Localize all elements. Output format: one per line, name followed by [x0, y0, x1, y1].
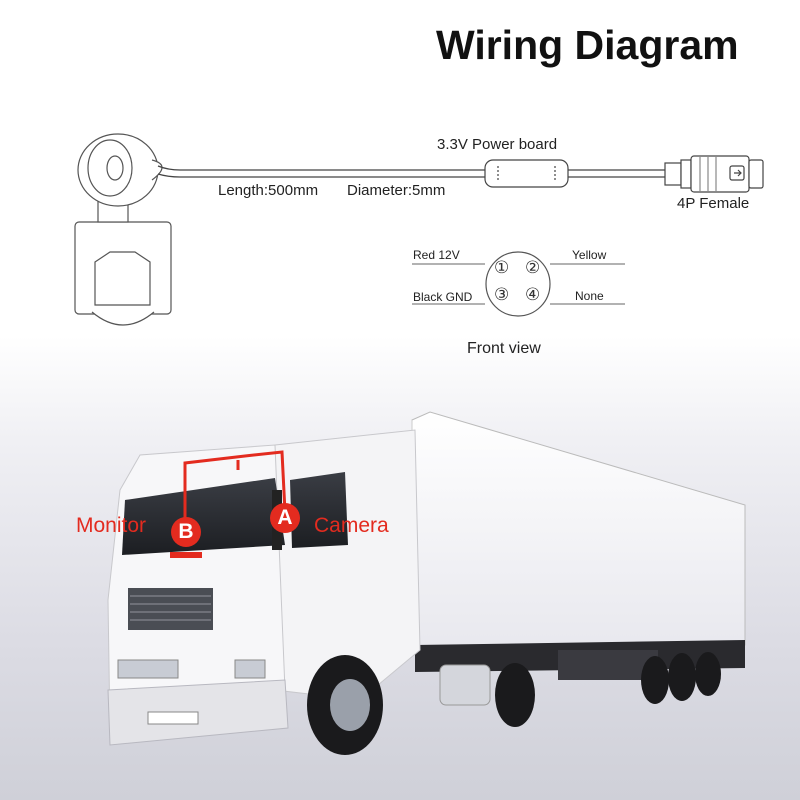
pin-4-label: None: [575, 289, 604, 303]
connector-icon: [664, 155, 764, 193]
pin-1-number: ①: [494, 258, 510, 277]
cable-diagram: [74, 133, 764, 326]
cable-line: [157, 165, 665, 178]
length-label: Length:500mm: [218, 182, 319, 199]
pinout-face: [412, 251, 625, 317]
pin-3-label: Black GND: [413, 290, 473, 304]
point-b-marker: [171, 517, 201, 547]
pin-4-number: ④: [525, 285, 541, 304]
front-view-caption: Front view: [467, 340, 541, 357]
pin-2-label: Yellow: [572, 248, 607, 262]
pin-3-number: ③: [494, 285, 510, 304]
camera-icon: [74, 133, 172, 326]
monitor-label: Monitor: [76, 514, 147, 537]
point-b-letter: B: [178, 520, 194, 543]
point-a-letter: A: [277, 506, 293, 529]
connector-label: 4P Female: [677, 195, 750, 212]
point-a-marker: [270, 503, 300, 533]
pin-1-label: Red 12V: [413, 248, 460, 262]
diagram-title: Wiring Diagram: [436, 22, 739, 68]
camera-label: Camera: [314, 514, 389, 537]
power-board-label: 3.3V Power board: [437, 136, 558, 153]
power-board-icon: [484, 159, 569, 188]
diameter-label: Diameter:5mm: [347, 182, 446, 199]
pin-2-number: ②: [525, 258, 541, 277]
